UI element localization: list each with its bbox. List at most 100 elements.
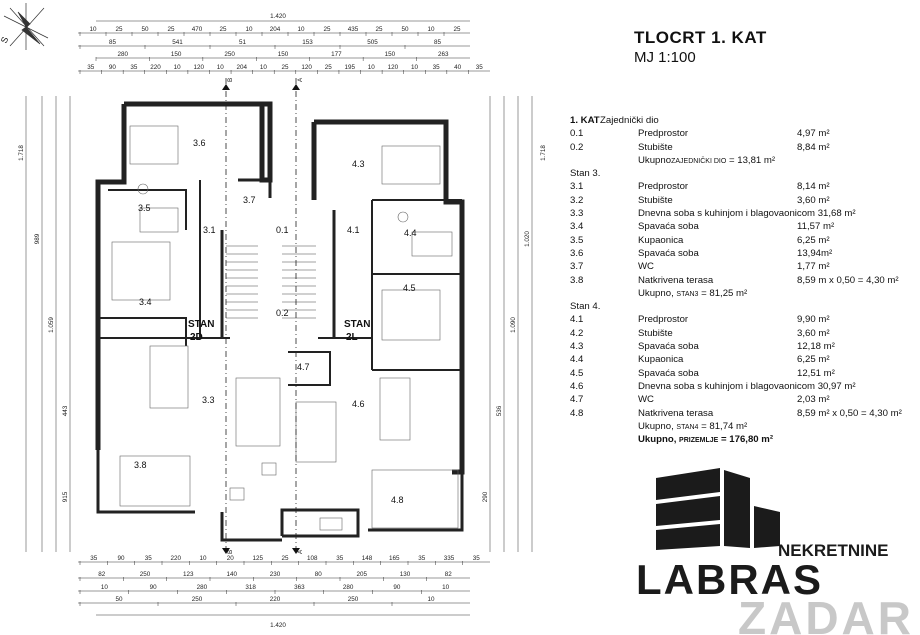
legend-room-name: Predprostor bbox=[638, 181, 689, 193]
dimension-label: 90 bbox=[393, 584, 401, 591]
dimension-label: 25 bbox=[453, 26, 461, 33]
room-label-3-4: 3.4 bbox=[139, 297, 152, 307]
legend-room-name: Stubište bbox=[638, 141, 673, 153]
dimension-label: 220 bbox=[150, 64, 161, 71]
dimension-label: 125 bbox=[252, 555, 263, 562]
dimension-label: 363 bbox=[294, 584, 305, 591]
dimension-label: 35 bbox=[90, 555, 98, 562]
dimension-label: 35 bbox=[418, 555, 426, 562]
room-label-0-2: 0.2 bbox=[276, 308, 289, 318]
dimension-label: 140 bbox=[226, 571, 237, 578]
legend-room-number: 4.1 bbox=[570, 314, 584, 326]
dimension-label: 10 bbox=[411, 64, 419, 71]
legend-room-number: 3.4 bbox=[570, 221, 584, 233]
dimension-label: 318 bbox=[245, 584, 256, 591]
legend-room-name: Spavaća soba bbox=[638, 247, 699, 259]
legend-room-area: 6,25 m² bbox=[797, 354, 830, 366]
legend-room-area: 1,77 m² bbox=[797, 261, 830, 273]
room-label-3-5: 3.5 bbox=[138, 203, 151, 213]
dimension-label: 35 bbox=[130, 64, 138, 71]
room-label-4-3: 4.3 bbox=[352, 159, 365, 169]
dimension-label: 280 bbox=[117, 51, 128, 58]
legend-row: UkupnoZAJEDNIČKI DIO = 13,81 m² bbox=[570, 154, 915, 167]
dimension-label: 25 bbox=[323, 26, 331, 33]
dimension-label: 80 bbox=[315, 571, 323, 578]
dimension-label: 50 bbox=[115, 596, 123, 603]
dimension-label: 10 bbox=[217, 64, 225, 71]
legend-room-name: Natkrivena terasa bbox=[638, 407, 714, 419]
dimension-label: 165 bbox=[389, 555, 400, 562]
legend-room-number: 4.2 bbox=[570, 327, 584, 339]
dimension-label: 204 bbox=[270, 26, 281, 33]
legend-room-number: 4.5 bbox=[570, 367, 584, 379]
dimension-label: 50 bbox=[141, 26, 149, 33]
dimension-label: 10 bbox=[260, 64, 268, 71]
legend-room-number: 3.8 bbox=[570, 274, 584, 286]
legend-room-area: 3,60 m² bbox=[797, 327, 830, 339]
legend-room-area: 9,90 m² bbox=[797, 314, 830, 326]
dimension-label: 150 bbox=[171, 51, 182, 58]
room-label-3-8: 3.8 bbox=[134, 460, 147, 470]
dimension-label: 123 bbox=[183, 571, 194, 578]
dimension-label: 90 bbox=[117, 555, 125, 562]
legend-room-name: Stubište bbox=[638, 194, 673, 206]
legend-row: Ukupno, STAN4 = 81,74 m² bbox=[570, 420, 915, 433]
legend-room-name: Predprostor bbox=[638, 128, 689, 140]
dimension-label: 915 bbox=[62, 491, 69, 502]
dimension-label: 120 bbox=[301, 64, 312, 71]
legend-room-area: 8,59 m x 0,50 = 4,30 m² bbox=[797, 274, 899, 286]
legend-room-number: 0.1 bbox=[570, 128, 584, 140]
room-label-3-3: 3.3 bbox=[202, 395, 215, 405]
legend-row: Stan 4. bbox=[570, 300, 915, 313]
legend-room-name: Kupaonica bbox=[638, 354, 684, 366]
legend-row: 3.7 WC 1,77 m² bbox=[570, 260, 915, 273]
dimension-label: 220 bbox=[170, 555, 181, 562]
dimension-label: 150 bbox=[278, 51, 289, 58]
logo-big-text: LABRAS bbox=[636, 556, 823, 603]
dimension-label: 51 bbox=[239, 39, 247, 46]
legend-room-area: 12,18 m² bbox=[797, 341, 835, 353]
dimension-label: 35 bbox=[145, 555, 153, 562]
legend-room-area: 8,14 m² bbox=[797, 181, 830, 193]
dimension-label: 204 bbox=[237, 64, 248, 71]
logo-small-text: NEKRETNINE bbox=[778, 541, 889, 560]
dimension-label: 153 bbox=[302, 39, 313, 46]
legend-room-number: 1. KAT bbox=[570, 115, 600, 126]
legend-room-name: Predprostor bbox=[638, 314, 689, 326]
legend-room-name: WC bbox=[638, 261, 654, 273]
dimension-label: 25 bbox=[219, 26, 227, 33]
legend-room-name: Zajednički dio bbox=[600, 115, 659, 126]
legend-room-area: 12,51 m² bbox=[797, 367, 835, 379]
legend-room-number: 3.7 bbox=[570, 261, 584, 273]
dimension-label: 25 bbox=[281, 64, 289, 71]
room-label-3-6: 3.6 bbox=[193, 138, 206, 148]
dimension-label: 250 bbox=[224, 51, 235, 58]
legend-room-name: Dnevna soba s kuhinjom i blagovaonicom 3… bbox=[638, 208, 856, 220]
dimension-label: 35 bbox=[476, 64, 484, 71]
dimension-label: 25 bbox=[325, 64, 333, 71]
dimension-label: 20 bbox=[227, 555, 235, 562]
dimension-label: 280 bbox=[343, 584, 354, 591]
legend-room-area: 4,97 m² bbox=[797, 128, 830, 140]
dimension-label: 10 bbox=[174, 64, 182, 71]
section-mark-b-top: B bbox=[227, 78, 234, 82]
dimension-label: 1.718 bbox=[540, 145, 547, 161]
building-logo-icon bbox=[656, 468, 780, 550]
legend-room-area: 8,59 m² x 0,50 = 4,30 m² bbox=[797, 407, 902, 419]
walls bbox=[95, 101, 465, 542]
legend-room-area: 13,94m² bbox=[797, 247, 833, 259]
legend-row: 4.1 Predprostor 9,90 m² bbox=[570, 313, 915, 326]
dimension-label: 1.020 bbox=[524, 231, 531, 247]
room-label-4-4: 4.4 bbox=[404, 228, 417, 238]
dimension-label: 230 bbox=[270, 571, 281, 578]
